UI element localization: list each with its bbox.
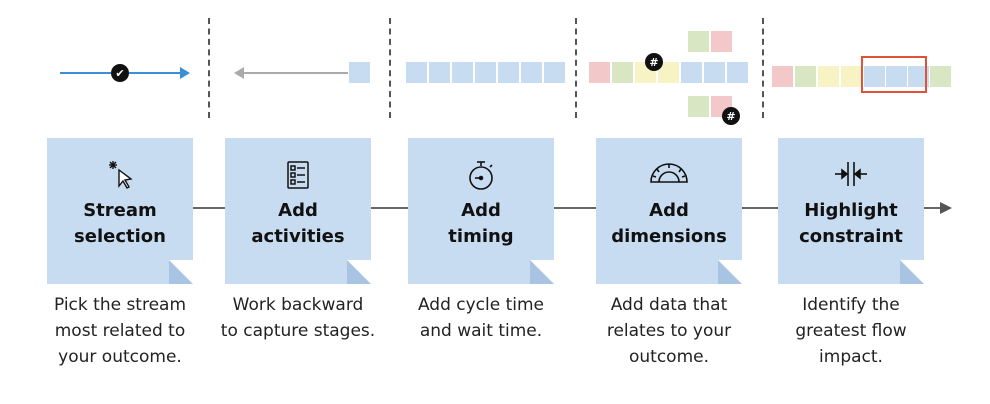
constraint-cell: [864, 66, 885, 87]
timing-cell: [475, 62, 496, 83]
step-card-highlight-constraint: Highlight constraint: [778, 138, 924, 284]
checkmark-badge-icon: ✔: [111, 64, 129, 82]
step-description: Identify the greatest flow impact.: [751, 292, 951, 370]
folded-corner: [169, 260, 193, 284]
dimension-cell: [658, 62, 679, 83]
step-card-add-timing: Add timing: [408, 138, 554, 284]
description-line: impact.: [819, 347, 883, 367]
timing-cell: [521, 62, 542, 83]
step-card-add-activities: Add activities: [225, 138, 371, 284]
step-description: Add cycle time and wait time.: [381, 292, 581, 344]
dimension-cell: [589, 62, 610, 83]
timing-cell: [406, 62, 427, 83]
step-title-line1: Add: [649, 200, 689, 221]
activity-cell: [349, 62, 370, 83]
description-line: Pick the stream: [53, 295, 187, 315]
constraint-cell: [908, 66, 929, 87]
step-title-line2: dimensions: [611, 226, 727, 247]
description-line: greatest flow: [795, 321, 907, 341]
constraint-cell: [772, 66, 793, 87]
step-description: Add data that relates to your outcome.: [569, 292, 769, 370]
folded-corner: [718, 260, 742, 284]
description-line: outcome.: [628, 347, 709, 367]
step-title-line2: activities: [251, 226, 345, 247]
stopwatch-icon: [408, 160, 554, 196]
dimension-cell: [704, 62, 725, 83]
step-card-add-dimensions: Add dimensions: [596, 138, 742, 284]
step-description: Pick the stream most related to your out…: [20, 292, 220, 370]
constraint-cell: [818, 66, 839, 87]
divider-1: [208, 18, 210, 118]
step-title-line2: selection: [74, 226, 166, 247]
checklist-icon: [225, 160, 371, 194]
description-line: Add data that: [610, 295, 728, 315]
step-title-line1: Highlight: [804, 200, 898, 221]
folded-corner: [900, 260, 924, 284]
dimension-cell: [681, 62, 702, 83]
dimension-cell: [688, 31, 709, 52]
dimension-cell: [688, 96, 709, 117]
cursor-click-icon: [47, 160, 193, 194]
constraint-cell: [930, 66, 951, 87]
divider-3: [575, 18, 577, 118]
description-line: and wait time.: [419, 321, 543, 341]
divider-4: [762, 18, 764, 118]
step-title-line2: constraint: [799, 226, 903, 247]
step-card-stream-selection: Stream selection: [47, 138, 193, 284]
constraint-highlight-box: [861, 56, 927, 93]
step-title-line1: Stream: [83, 200, 157, 221]
compress-arrows-icon: [778, 160, 924, 192]
constraint-cell: [886, 66, 907, 87]
dimension-cell: [727, 62, 748, 83]
hash-badge-icon: #: [722, 107, 740, 125]
timing-cell: [544, 62, 565, 83]
timing-cell: [452, 62, 473, 83]
hash-badge-icon: #: [645, 53, 663, 71]
step-title-line1: Add: [278, 200, 318, 221]
description-line: most related to: [54, 321, 186, 341]
constraint-cell: [841, 66, 862, 87]
step-title-line2: timing: [448, 226, 514, 247]
description-line: Work backward: [232, 295, 364, 315]
step-title-line1: Add: [461, 200, 501, 221]
description-line: to capture stages.: [220, 321, 376, 341]
description-line: your outcome.: [58, 347, 182, 367]
description-line: relates to your: [606, 321, 732, 341]
folded-corner: [347, 260, 371, 284]
constraint-cell: [795, 66, 816, 87]
dimension-cell: [711, 31, 732, 52]
divider-2: [389, 18, 391, 118]
timing-cell: [429, 62, 450, 83]
dimension-cell: [612, 62, 633, 83]
step-description: Work backward to capture stages.: [198, 292, 398, 344]
protractor-icon: [596, 160, 742, 190]
description-line: Identify the: [802, 295, 900, 315]
backward-arrow-illustration: [234, 67, 348, 79]
timing-cell: [498, 62, 519, 83]
description-line: Add cycle time: [417, 295, 545, 315]
folded-corner: [530, 260, 554, 284]
